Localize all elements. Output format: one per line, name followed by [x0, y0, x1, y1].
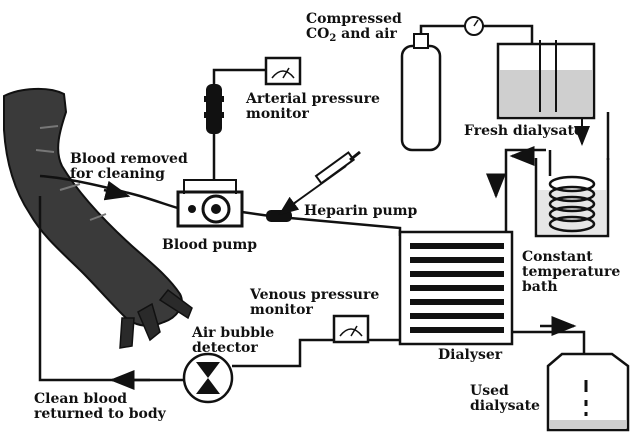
label-air-bubble-detector: Air bubble detector: [192, 326, 274, 356]
used-dialysate-jar: [546, 352, 630, 432]
label-clean-blood-line1: Clean blood: [34, 391, 128, 407]
label-fresh-dialysate: Fresh dialysate: [464, 123, 583, 139]
arterial-pressure-gauge: [264, 56, 302, 86]
label-air-bubble-line2: detector: [192, 340, 258, 356]
label-air-bubble-line1: Air bubble: [192, 325, 275, 341]
label-venous-line1: Venous pressure: [250, 287, 380, 303]
arterial-monitor-line: [204, 68, 268, 180]
label-blood-removed-line1: Blood removed: [70, 151, 188, 167]
dialyser: [398, 230, 514, 346]
label-blood-removed: Blood removed for cleaning: [70, 152, 188, 182]
label-constant-line3: bath: [522, 279, 558, 295]
label-heparin-pump: Heparin pump: [304, 203, 418, 219]
label-used-line2: dialysate: [470, 398, 540, 414]
label-constant-line2: temperature: [522, 264, 621, 280]
label-constant-temperature-bath: Constant temperature bath: [522, 250, 620, 295]
label-venous-pressure-monitor: Venous pressure monitor: [250, 288, 379, 318]
label-arterial-line2: monitor: [246, 106, 309, 122]
label-blood-pump: Blood pump: [162, 237, 258, 253]
air-bubble-detector: [182, 352, 234, 404]
label-clean-blood-line2: returned to body: [34, 406, 166, 422]
label-dialyser: Dialyser: [438, 347, 503, 363]
label-compressed-gas-line1: Compressed: [306, 11, 402, 27]
label-arterial-line1: Arterial pressure: [246, 91, 380, 107]
label-venous-line2: monitor: [250, 302, 313, 318]
label-compressed-gas-line2: CO2 and air: [306, 27, 402, 46]
venous-pressure-gauge: [332, 314, 370, 344]
heparin-junction: [266, 210, 292, 222]
label-compressed-gas: Compressed CO2 and air: [306, 12, 402, 46]
label-used-line1: Used: [470, 383, 509, 399]
label-co: CO: [306, 26, 330, 42]
label-constant-line1: Constant: [522, 249, 593, 265]
temperature-bath: [534, 150, 610, 238]
label-and-air: and air: [336, 26, 397, 42]
fresh-dialysate-tank: [496, 40, 596, 146]
label-clean-blood: Clean blood returned to body: [34, 392, 166, 422]
label-used-dialysate: Used dialysate: [470, 384, 540, 414]
patient-arm: [3, 88, 193, 349]
fresh-dialysate-line: [486, 112, 610, 236]
blood-pump: [176, 179, 244, 228]
label-blood-removed-line2: for cleaning: [70, 166, 165, 182]
heparin-syringe: [278, 150, 361, 216]
gas-cylinder: [400, 24, 466, 152]
label-co-subscript: 2: [329, 33, 337, 44]
arterial-line: [39, 174, 179, 210]
label-arterial-pressure-monitor: Arterial pressure monitor: [246, 92, 380, 122]
